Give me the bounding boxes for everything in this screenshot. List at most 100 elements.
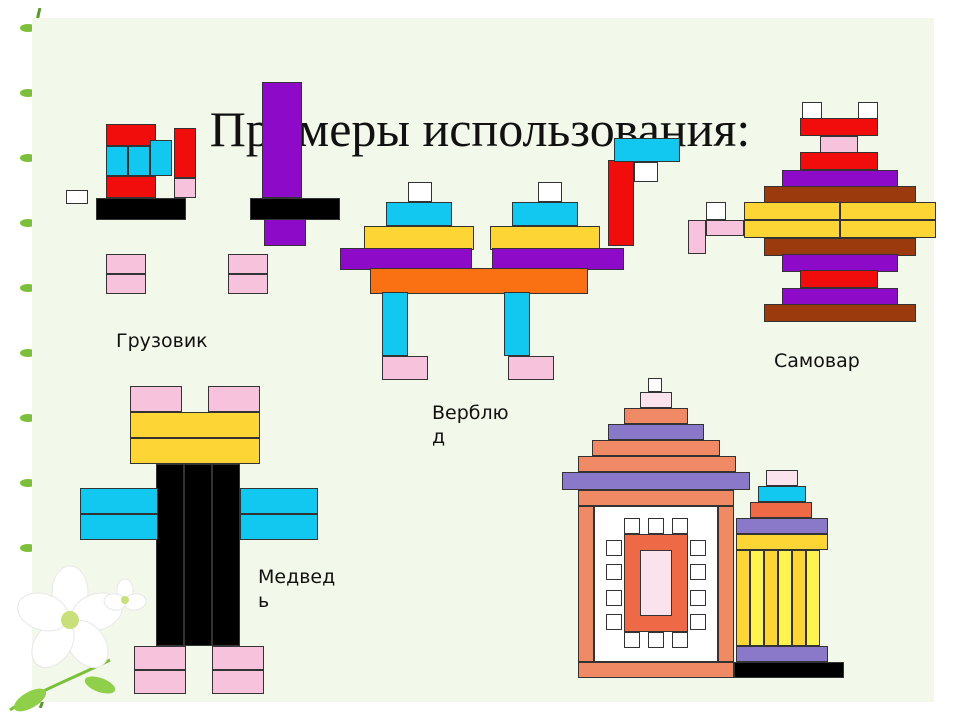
construction-block: [130, 386, 182, 412]
construction-block: [370, 268, 588, 294]
construction-block: [840, 220, 936, 238]
construction-block: [606, 564, 622, 580]
construction-block: [386, 202, 452, 226]
construction-block: [364, 226, 474, 250]
camel-label-line-2: д: [432, 425, 446, 448]
bear-label-line-2: ь: [258, 589, 270, 612]
construction-block: [766, 470, 798, 486]
construction-block: [382, 292, 408, 356]
construction-block: [690, 540, 706, 556]
construction-block: [184, 464, 212, 646]
construction-block: [578, 456, 736, 472]
construction-block: [690, 590, 706, 606]
construction-block: [250, 198, 340, 220]
construction-block: [606, 590, 622, 606]
construction-block: [156, 464, 184, 646]
construction-block: [340, 248, 472, 270]
construction-block: [578, 490, 734, 506]
construction-block: [690, 564, 706, 580]
construction-block: [734, 662, 844, 678]
construction-block: [134, 670, 186, 694]
construction-block: [212, 646, 264, 670]
construction-block: [490, 226, 600, 250]
construction-block: [736, 534, 828, 550]
construction-block: [764, 304, 916, 322]
construction-block: [800, 118, 878, 136]
construction-block: [66, 190, 88, 204]
construction-block: [648, 632, 664, 648]
construction-block: [778, 550, 792, 646]
construction-block: [578, 662, 734, 678]
construction-block: [578, 506, 594, 662]
construction-block: [800, 270, 878, 288]
construction-block: [688, 220, 706, 254]
camel-label: Верблю д: [432, 402, 509, 450]
construction-block: [614, 138, 680, 162]
construction-block: [744, 202, 840, 220]
bear-label: Медвед ь: [258, 566, 335, 614]
construction-block: [624, 408, 688, 424]
construction-block: [106, 146, 128, 176]
construction-block: [174, 128, 196, 178]
construction-block: [80, 514, 158, 540]
construction-block: [806, 550, 820, 646]
construction-block: [648, 518, 664, 534]
construction-block: [606, 614, 622, 630]
bear-label-line-1: Медвед: [258, 566, 336, 588]
construction-block: [624, 632, 640, 648]
samovar-label: Самовар: [774, 350, 860, 372]
construction-block: [262, 82, 302, 198]
construction-block: [96, 198, 186, 220]
construction-block: [690, 614, 706, 630]
construction-block: [750, 502, 812, 518]
construction-block: [134, 646, 186, 670]
construction-block: [130, 412, 260, 438]
construction-block: [492, 248, 624, 270]
construction-block: [608, 424, 704, 440]
construction-block: [744, 220, 840, 238]
construction-block: [758, 486, 806, 502]
construction-block: [562, 472, 750, 490]
construction-block: [212, 464, 240, 646]
construction-block: [750, 550, 764, 646]
construction-block: [640, 550, 672, 616]
construction-block: [800, 152, 878, 170]
construction-block: [80, 488, 158, 514]
construction-block: [718, 506, 734, 662]
construction-block: [128, 146, 150, 176]
construction-block: [672, 632, 688, 648]
construction-block: [382, 356, 428, 380]
construction-block: [624, 518, 640, 534]
construction-block: [736, 550, 750, 646]
construction-block: [240, 488, 318, 514]
construction-block: [640, 392, 672, 408]
flower-decoration: [9, 565, 147, 712]
camel-label-line-1: Верблю: [432, 402, 509, 424]
construction-block: [634, 162, 658, 182]
construction-block: [228, 274, 268, 294]
construction-block: [512, 202, 578, 226]
construction-block: [592, 440, 720, 456]
construction-block: [764, 550, 778, 646]
construction-block: [672, 518, 688, 534]
construction-block: [228, 254, 268, 274]
construction-block: [106, 124, 156, 146]
construction-block: [606, 540, 622, 556]
construction-block: [106, 254, 146, 274]
construction-block: [736, 646, 828, 662]
construction-block: [792, 550, 806, 646]
construction-block: [150, 140, 172, 176]
construction-block: [508, 356, 554, 380]
construction-block: [538, 182, 562, 202]
construction-block: [608, 160, 634, 246]
construction-block: [106, 176, 156, 198]
construction-block: [208, 386, 260, 412]
construction-block: [840, 202, 936, 220]
construction-block: [212, 670, 264, 694]
construction-block: [130, 438, 260, 464]
construction-block: [736, 518, 828, 534]
construction-block: [408, 182, 432, 202]
construction-block: [706, 202, 726, 220]
truck-label: Грузовик: [116, 330, 208, 352]
